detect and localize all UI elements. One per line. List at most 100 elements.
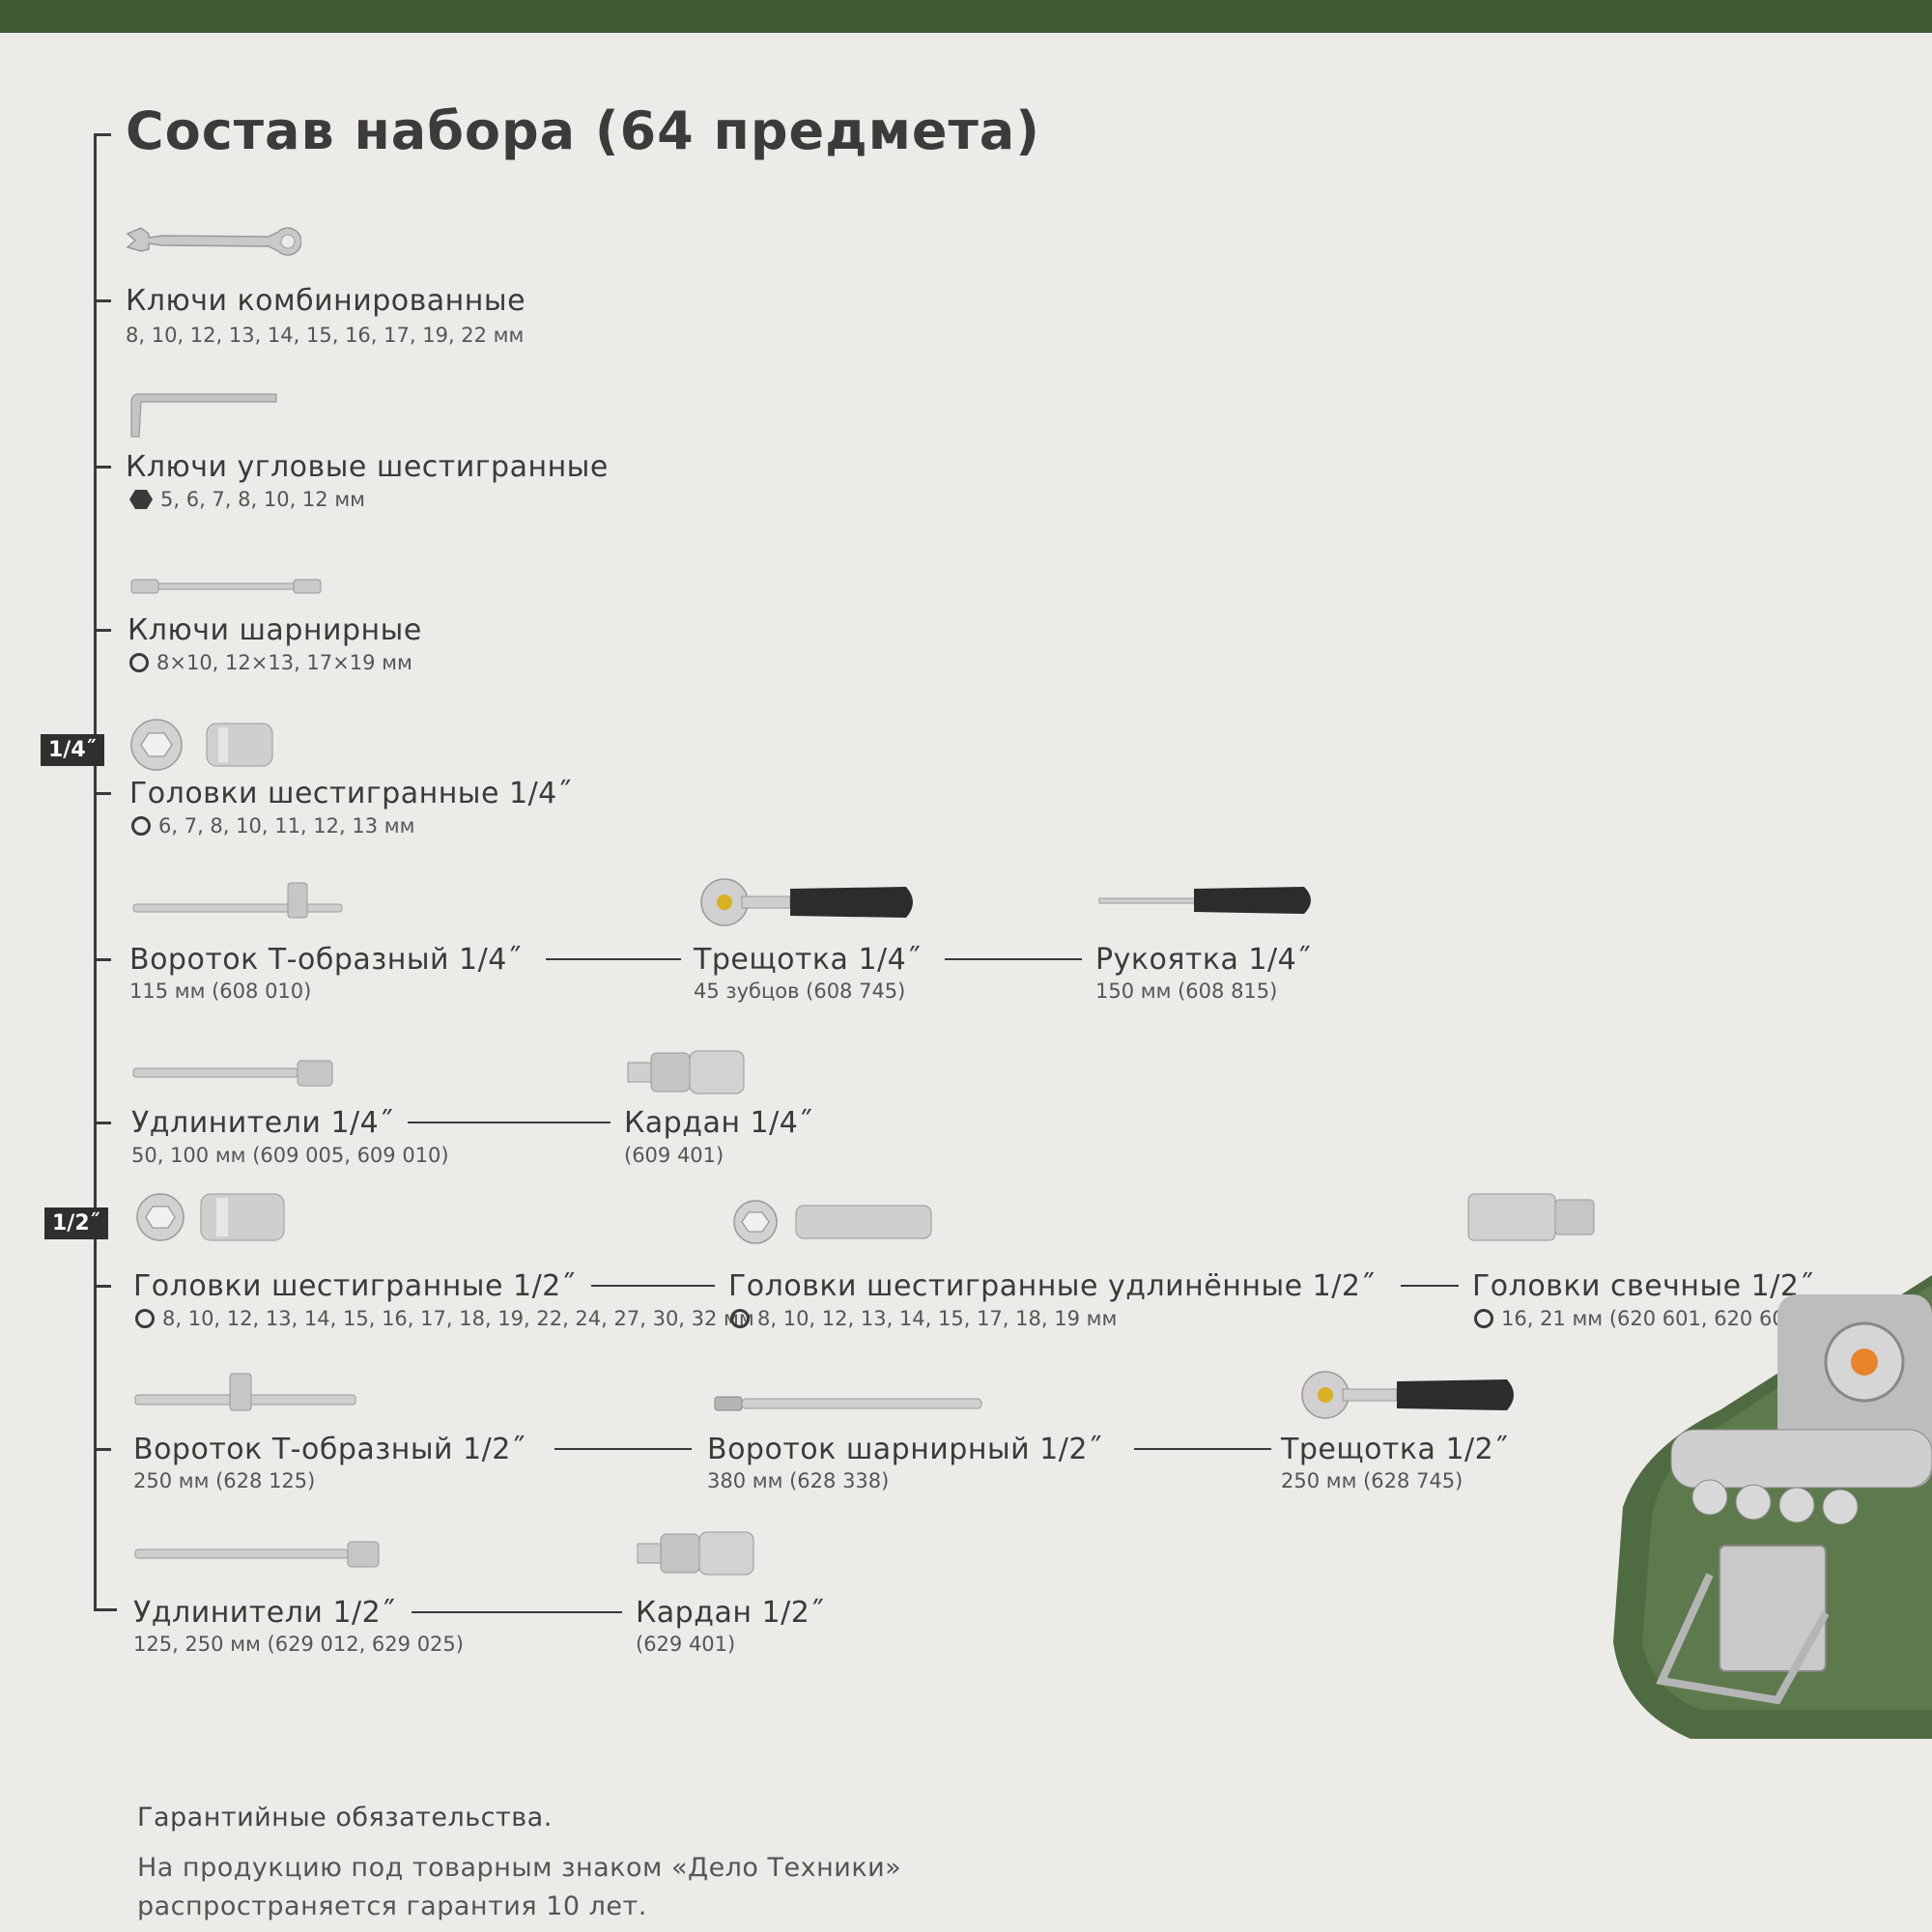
item-name-ratchet-half: Трещотка 1/2˝ [1281, 1433, 1509, 1466]
item-sizes-ext-quarter: 50, 100 мм (609 005, 609 010) [131, 1144, 449, 1167]
item-name-handle-quarter: Рукоятка 1/4˝ [1095, 943, 1312, 977]
item-sizes-breaker-bar-half: 380 мм (628 338) [707, 1469, 889, 1492]
warranty-line-2: распространяется гарантия 10 лет. [137, 1891, 647, 1921]
ring-mark-icon [730, 1309, 750, 1328]
item-sizes-t-handle-quarter: 115 мм (608 010) [129, 980, 311, 1003]
extension-bar-icon [132, 1060, 333, 1087]
universal-joint-icon [637, 1531, 754, 1576]
sizes-text: 50, 100 мм (609 005, 609 010) [131, 1144, 449, 1167]
tool-case-photo [1613, 1256, 1932, 1739]
item-sizes-t-handle-half: 250 мм (628 125) [133, 1469, 315, 1492]
socket-icon [130, 719, 273, 771]
connector-line [945, 958, 1082, 960]
ring-mark-icon [1474, 1309, 1493, 1328]
item-sizes-combo-wrenches: 8, 10, 12, 13, 14, 15, 16, 17, 19, 22 мм [126, 324, 524, 347]
item-name-t-handle-half: Вороток Т-образный 1/2˝ [133, 1433, 526, 1466]
extension-bar-icon [134, 1541, 380, 1568]
connector-line [1401, 1285, 1459, 1287]
item-sizes-spark-sockets-half: 16, 21 мм (620 601, 620 603) [1474, 1307, 1805, 1330]
screwdriver-handle-icon [1098, 887, 1311, 914]
ratchet-icon [700, 878, 913, 926]
warranty-line-1: На продукцию под товарным знаком «Дело Т… [137, 1853, 902, 1883]
warranty-heading: Гарантийные обязательства. [137, 1803, 553, 1833]
t-handle-icon [132, 882, 343, 919]
breaker-bar-icon [714, 1396, 982, 1411]
item-sizes-ext-half: 125, 250 мм (629 012, 629 025) [133, 1633, 464, 1656]
sizes-text: 6, 7, 8, 10, 11, 12, 13 мм [158, 814, 415, 838]
sizes-text: 125, 250 мм (629 012, 629 025) [133, 1633, 464, 1656]
sizes-text: 5, 6, 7, 8, 10, 12 мм [160, 488, 365, 511]
ring-mark-icon [135, 1309, 155, 1328]
item-name-hex-keys: Ключи угловые шестигранные [126, 450, 609, 484]
tree-vertical-line [94, 133, 97, 1611]
sizes-text: 8, 10, 12, 13, 14, 15, 16, 17, 18, 19, 2… [162, 1307, 754, 1330]
tick-t-handle-half [94, 1448, 111, 1451]
t-handle-icon [134, 1373, 356, 1411]
item-sizes-ujoint-quarter: (609 401) [624, 1144, 724, 1167]
hex-key-icon [130, 393, 277, 438]
item-name-ujoint-half: Кардан 1/2˝ [636, 1596, 825, 1630]
item-sizes-hex-keys: 5, 6, 7, 8, 10, 12 мм [129, 488, 365, 511]
connector-line [412, 1611, 622, 1613]
sizes-text: 380 мм (628 338) [707, 1469, 890, 1492]
connector-line [546, 958, 681, 960]
item-name-sockets-quarter: Головки шестигранные 1/4˝ [129, 777, 573, 810]
sizes-text: 8, 10, 12, 13, 14, 15, 17, 18, 19 мм [757, 1307, 1118, 1330]
connector-line [408, 1122, 611, 1123]
connector-line [591, 1285, 715, 1287]
ring-mark-icon [131, 816, 151, 836]
tick-flex-wrenches [94, 629, 111, 632]
sizes-text: (609 401) [624, 1144, 724, 1167]
ring-mark-icon [129, 653, 149, 672]
item-sizes-ujoint-half: (629 401) [636, 1633, 735, 1656]
item-sizes-ratchet-quarter: 45 зубцов (608 745) [694, 980, 905, 1003]
warranty-text: На продукцию под товарным знаком «Дело Т… [137, 1849, 901, 1926]
sizes-text: 250 мм (628 745) [1281, 1469, 1463, 1492]
tree-top-tick [94, 133, 111, 136]
ratchet-icon [1301, 1371, 1514, 1419]
item-sizes-flex-wrenches: 8×10, 12×13, 17×19 мм [129, 651, 412, 674]
item-sizes-ratchet-half: 250 мм (628 745) [1281, 1469, 1463, 1492]
sizes-text: (629 401) [636, 1633, 736, 1656]
item-name-ratchet-quarter: Трещотка 1/4˝ [694, 943, 922, 977]
badge-quarter-inch: 1/4˝ [41, 734, 104, 766]
connector-line [554, 1448, 692, 1450]
item-name-ujoint-quarter: Кардан 1/4˝ [624, 1106, 813, 1140]
tick-sockets-half [94, 1285, 111, 1288]
sizes-text: 250 мм (628 125) [133, 1469, 316, 1492]
item-name-ext-quarter: Удлинители 1/4˝ [131, 1106, 394, 1140]
top-band [0, 0, 1932, 33]
item-name-t-handle-quarter: Вороток Т-образный 1/4˝ [129, 943, 523, 977]
tick-t-handle-quarter [94, 958, 111, 961]
tick-ext-quarter [94, 1122, 111, 1124]
connector-line [1134, 1448, 1271, 1450]
item-name-breaker-bar-half: Вороток шарнирный 1/2˝ [707, 1433, 1103, 1466]
item-sizes-deep-sockets-half: 8, 10, 12, 13, 14, 15, 17, 18, 19 мм [730, 1307, 1117, 1330]
item-sizes-handle-quarter: 150 мм (608 815) [1095, 980, 1277, 1003]
universal-joint-icon [627, 1050, 745, 1094]
tick-sockets-quarter [94, 792, 111, 795]
tree-bottom-tick [94, 1608, 117, 1611]
hexagon-mark-icon [129, 490, 153, 509]
item-sizes-sockets-half: 8, 10, 12, 13, 14, 15, 16, 17, 18, 19, 2… [135, 1307, 754, 1330]
item-name-deep-sockets-half: Головки шестигранные удлинённые 1/2˝ [728, 1269, 1376, 1303]
tick-combo-wrenches [94, 299, 111, 302]
combination-wrench-icon [126, 227, 301, 256]
item-sizes-sockets-quarter: 6, 7, 8, 10, 11, 12, 13 мм [131, 814, 414, 838]
sizes-text: 45 зубцов (608 745) [694, 980, 906, 1003]
page-title: Состав набора (64 предмета) [126, 100, 1040, 161]
spark-plug-socket-icon [1467, 1193, 1595, 1241]
item-name-ext-half: Удлинители 1/2˝ [133, 1596, 396, 1630]
deep-socket-icon [733, 1200, 932, 1244]
item-name-flex-wrenches: Ключи шарнирные [128, 613, 422, 647]
badge-half-inch: 1/2˝ [44, 1208, 108, 1239]
item-name-combo-wrenches: Ключи комбинированные [126, 284, 526, 318]
tick-hex-keys [94, 466, 111, 469]
sizes-text: 115 мм (608 010) [129, 980, 312, 1003]
item-name-spark-sockets-half: Головки свечные 1/2˝ [1472, 1269, 1814, 1303]
item-name-sockets-half: Головки шестигранные 1/2˝ [133, 1269, 577, 1303]
sizes-text: 8, 10, 12, 13, 14, 15, 16, 17, 19, 22 мм [126, 324, 525, 347]
flex-wrench-icon [130, 579, 322, 594]
sizes-text: 8×10, 12×13, 17×19 мм [156, 651, 412, 674]
sizes-text: 16, 21 мм (620 601, 620 603) [1501, 1307, 1806, 1330]
